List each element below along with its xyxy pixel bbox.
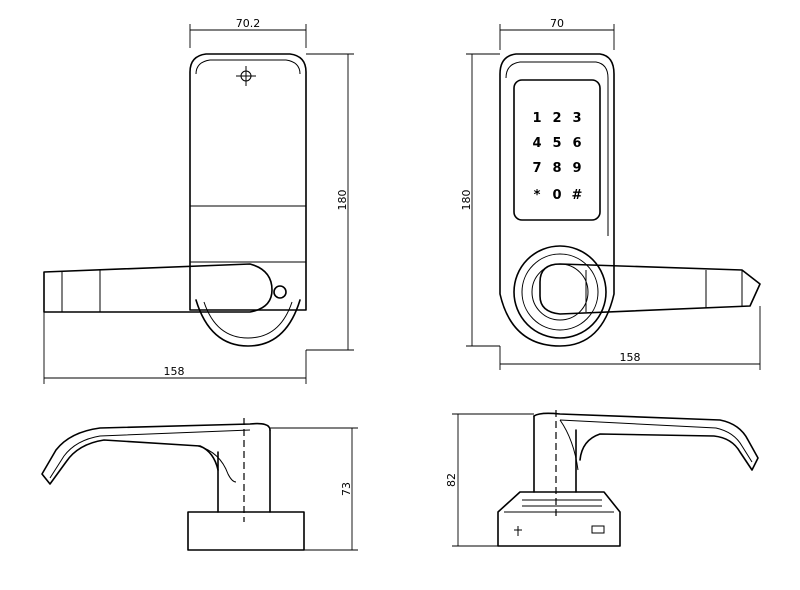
keypad-key-3[interactable]: 3: [572, 111, 581, 126]
screw-icon: [236, 66, 256, 86]
keypad-panel: [513, 79, 601, 221]
keypad-key-0[interactable]: 0: [552, 188, 561, 203]
side-view-left: 73: [41, 418, 358, 551]
keypad-key-2[interactable]: 2: [552, 111, 561, 126]
front-height-label: 180: [460, 190, 473, 211]
keypad: 1 2 3 4 5 6 7 8 9 * 0 #: [532, 111, 582, 203]
front-view: 1 2 3 4 5 6 7 8 9 * 0 # 70: [460, 17, 761, 370]
back-height-label: 180: [336, 190, 349, 211]
back-height-dimension: 180: [306, 53, 354, 351]
front-length-label: 158: [620, 351, 641, 364]
side-right-height-label: 82: [445, 473, 458, 487]
key-cylinder-icon: [273, 285, 287, 299]
keypad-key-5[interactable]: 5: [552, 136, 561, 151]
back-width-label: 70.2: [236, 17, 261, 30]
keypad-key-hash[interactable]: #: [572, 188, 583, 203]
keypad-key-9[interactable]: 9: [572, 161, 581, 176]
side-right-height-dimension: 82: [445, 413, 534, 547]
back-width-dimension: 70.2: [189, 17, 307, 48]
keypad-key-4[interactable]: 4: [532, 136, 541, 151]
keypad-key-1[interactable]: 1: [532, 111, 541, 126]
keypad-key-star[interactable]: *: [534, 188, 541, 203]
keypad-key-7[interactable]: 7: [532, 161, 541, 176]
back-view: 70.2 180 158: [43, 17, 354, 384]
front-width-label: 70: [550, 17, 564, 30]
front-height-dimension: 180: [460, 53, 500, 347]
keypad-key-6[interactable]: 6: [572, 136, 581, 151]
side-left-height-dimension: 73: [270, 427, 358, 551]
side-view-right: 82: [445, 410, 759, 547]
back-length-label: 158: [164, 365, 185, 378]
back-length-dimension: 158: [43, 312, 307, 384]
front-length-dimension: 158: [499, 306, 761, 370]
diagram-symbol-icon: [514, 525, 605, 536]
keypad-key-8[interactable]: 8: [552, 161, 561, 176]
front-width-dimension: 70: [499, 17, 615, 50]
side-left-height-label: 73: [340, 482, 353, 496]
